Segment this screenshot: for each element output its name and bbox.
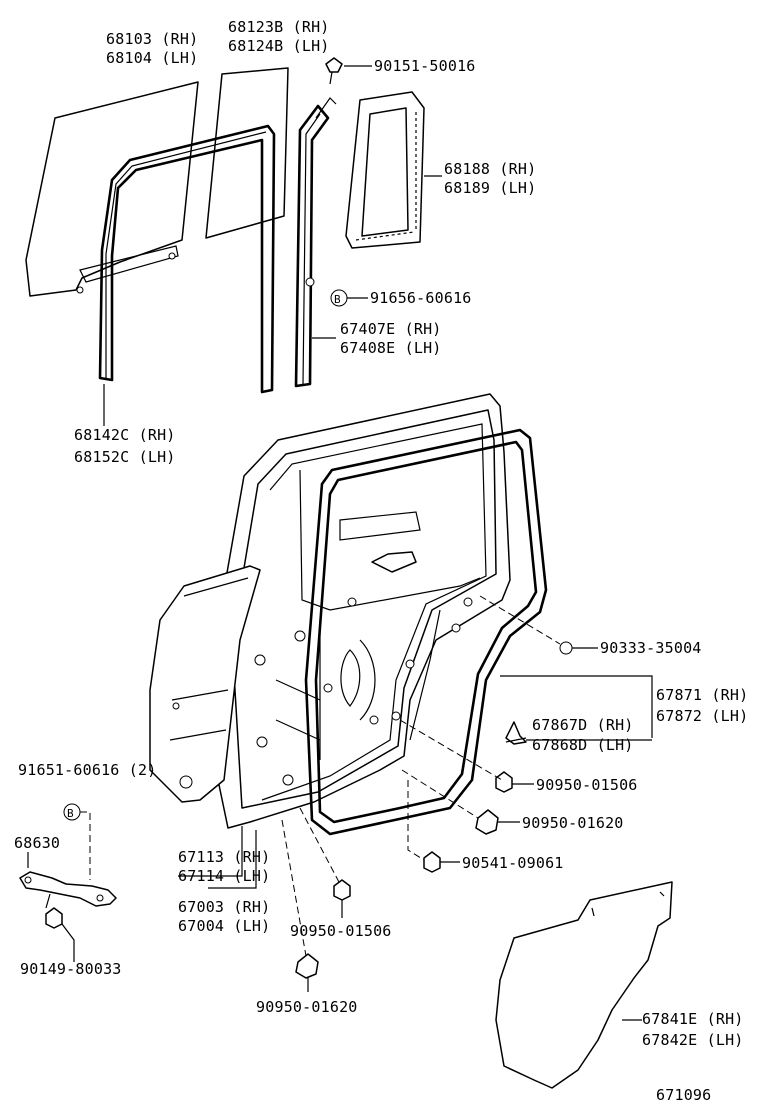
clip-91651: B <box>63 803 91 880</box>
quarter-weatherstrip <box>345 91 442 249</box>
label-68123b: 68123B (RH) <box>228 18 330 36</box>
leader-lines <box>73 595 653 1021</box>
label-67113: 67113 (RH) <box>178 848 270 866</box>
glass-run-channel <box>98 124 276 394</box>
label-90950-01506-bottom: 90950-01506 <box>290 922 392 940</box>
door-check <box>19 852 117 958</box>
label-90149: 90149-80033 <box>20 960 122 978</box>
label-90950-01620-right: 90950-01620 <box>522 814 624 832</box>
label-67872: 67872 (LH) <box>656 707 748 725</box>
label-67004: 67004 (LH) <box>178 917 270 935</box>
label-67407e: 67407E (RH) <box>340 320 442 338</box>
label-67408e: 67408E (LH) <box>340 339 442 357</box>
plug-90333 <box>559 641 573 655</box>
label-67867d: 67867D (RH) <box>532 716 634 734</box>
nut-90950-01506-bottom <box>333 879 351 901</box>
nut-90950-01620-bottom <box>295 953 319 979</box>
label-68124b: 68124B (LH) <box>228 37 330 55</box>
door-trim-board <box>495 881 673 1089</box>
label-68189: 68189 (LH) <box>444 179 536 197</box>
quarter-glass <box>205 67 289 239</box>
part-labels: 68103 (RH) 68104 (LH) 68123B (RH) 68124B… <box>14 18 748 1104</box>
clip-67867d <box>505 721 527 745</box>
label-90950-01506-right: 90950-01506 <box>536 776 638 794</box>
label-68152c: 68152C (LH) <box>74 448 176 466</box>
label-67842e: 67842E (LH) <box>642 1031 744 1049</box>
clip-91656: B <box>305 277 368 307</box>
nut-90950-01620-right <box>475 809 499 835</box>
bolt-90541 <box>423 851 441 873</box>
door-panel <box>217 393 511 829</box>
label-90541: 90541-09061 <box>462 854 564 872</box>
marker-b1: B <box>334 293 341 306</box>
diagram-code: 671096 <box>656 1086 711 1104</box>
label-67871: 67871 (RH) <box>656 686 748 704</box>
label-67868d: 67868D (LH) <box>532 736 634 754</box>
screw-90151 <box>325 57 372 85</box>
label-67114: 67114 (LH) <box>178 867 270 885</box>
label-68104: 68104 (LH) <box>106 49 198 67</box>
label-67841e: 67841E (RH) <box>642 1010 744 1028</box>
label-68630: 68630 <box>14 834 60 852</box>
label-68103: 68103 (RH) <box>106 30 198 48</box>
marker-b2: B <box>67 807 74 820</box>
nut-90950-01506-right <box>495 771 513 793</box>
label-68142c: 68142C (RH) <box>74 426 176 444</box>
label-90950-01620-bottom: 90950-01620 <box>256 998 358 1016</box>
label-91651: 91651-60616 (2) <box>18 761 156 779</box>
label-90333: 90333-35004 <box>600 639 702 657</box>
door-frame-trim <box>149 565 261 803</box>
division-bar <box>294 97 337 388</box>
label-91656: 91656-60616 <box>370 289 472 307</box>
door-weatherstrip <box>304 428 548 836</box>
label-90151: 90151-50016 <box>374 57 476 75</box>
label-67003: 67003 (RH) <box>178 898 270 916</box>
label-68188: 68188 (RH) <box>444 160 536 178</box>
